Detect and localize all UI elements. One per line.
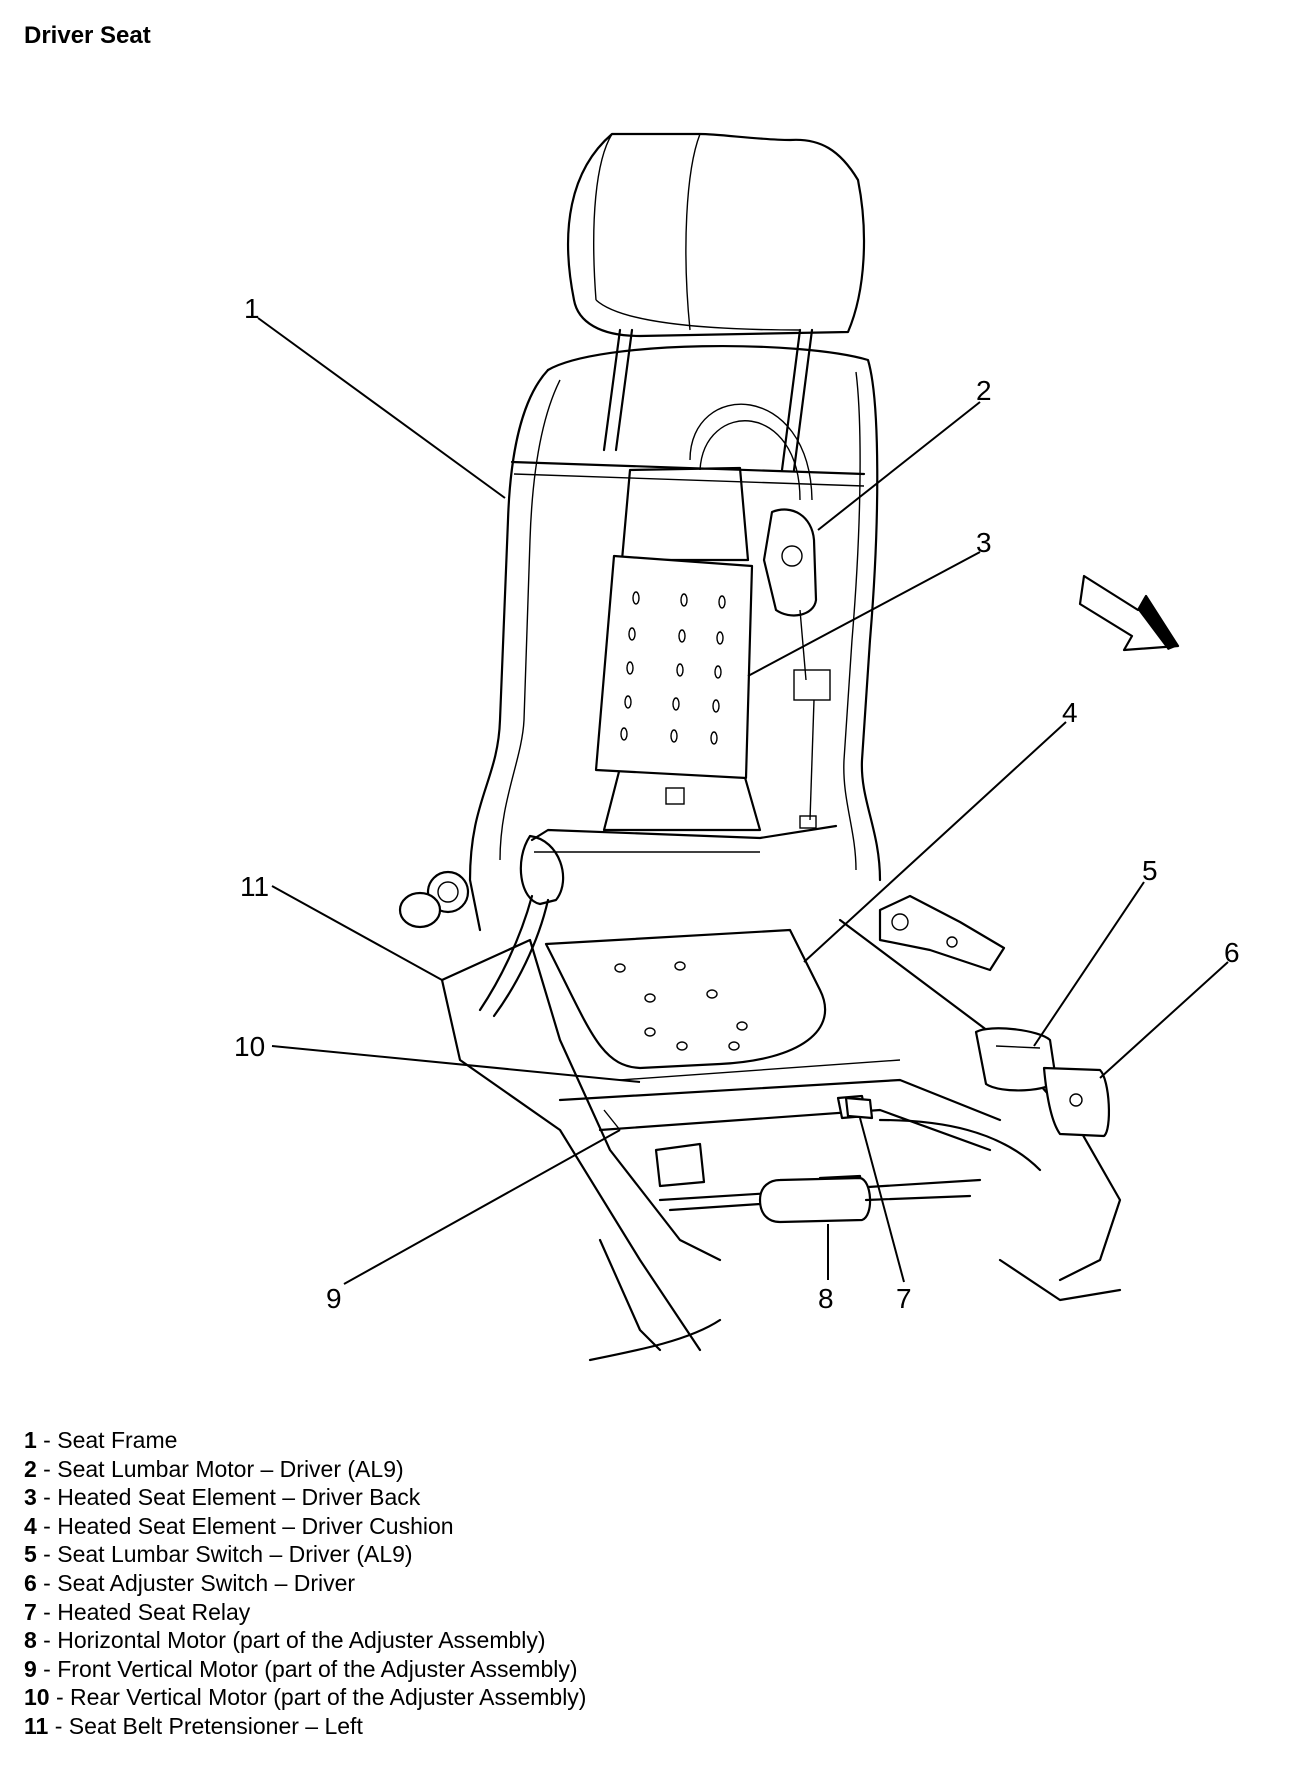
seat-frame	[468, 345, 882, 932]
legend-number: 8	[24, 1627, 37, 1654]
parts-legend: 1 - Seat Frame 2 - Seat Lumbar Motor – D…	[24, 1426, 1284, 1741]
legend-item: 8 - Horizontal Motor (part of the Adjust…	[24, 1626, 1284, 1655]
callout-8: 8	[818, 1283, 834, 1314]
legend-text: - Front Vertical Motor (part of the Adju…	[36, 1655, 578, 1682]
legend-item: 11 - Seat Belt Pretensioner – Left	[24, 1712, 1284, 1741]
legend-text: - Seat Lumbar Motor – Driver (AL9)	[36, 1455, 404, 1482]
legend-number: 3	[24, 1484, 37, 1511]
callout-1: 1	[244, 293, 260, 324]
adjuster-switch	[1042, 1066, 1111, 1138]
legend-number: 4	[24, 1512, 37, 1539]
legend-item: 6 - Seat Adjuster Switch – Driver	[24, 1569, 1284, 1598]
legend-item: 4 - Heated Seat Element – Driver Cushion	[24, 1512, 1284, 1541]
legend-text: - Seat Lumbar Switch – Driver (AL9)	[36, 1541, 413, 1568]
callout-5: 5	[1142, 855, 1158, 886]
legend-item: 10 - Rear Vertical Motor (part of the Ad…	[24, 1683, 1284, 1712]
callout-2: 2	[976, 375, 992, 406]
heated-back-element	[594, 554, 754, 780]
callout-10: 10	[234, 1031, 265, 1062]
page-title: Driver Seat	[24, 22, 151, 49]
seat-belt-pretensioner	[398, 834, 565, 1018]
callout-7: 7	[896, 1283, 912, 1314]
legend-text: - Heated Seat Element – Driver Back	[36, 1484, 421, 1511]
legend-text: - Heated Seat Element – Driver Cushion	[36, 1512, 454, 1539]
front-direction-arrow	[1078, 574, 1180, 652]
legend-item: 3 - Heated Seat Element – Driver Back	[24, 1483, 1284, 1512]
driver-seat-diagram: 1 2 3 4 5 6 7 8 9 10 11	[234, 132, 1240, 1362]
legend-number: 1	[24, 1427, 37, 1453]
heated-cushion-element	[544, 928, 827, 1070]
legend-number: 6	[24, 1569, 37, 1596]
legend-item: 7 - Heated Seat Relay	[24, 1598, 1284, 1627]
legend-item: 9 - Front Vertical Motor (part of the Ad…	[24, 1655, 1284, 1684]
lumbar-switch	[974, 1027, 1058, 1092]
legend-item: 5 - Seat Lumbar Switch – Driver (AL9)	[24, 1540, 1284, 1569]
legend-number: 11	[24, 1712, 49, 1739]
legend-number: 10	[24, 1684, 50, 1711]
legend-number: 7	[24, 1598, 37, 1625]
legend-text: - Seat Adjuster Switch – Driver	[36, 1569, 356, 1596]
callout-numbers: 1 2 3 4 5 6 7 8 9 10 11	[234, 293, 1240, 1314]
leader-lines	[257, 317, 1229, 1285]
legend-number: 2	[24, 1455, 37, 1482]
heated-seat-relay	[844, 1096, 874, 1120]
callout-4: 4	[1062, 697, 1078, 728]
legend-number: 5	[24, 1541, 37, 1568]
legend-number: 9	[24, 1655, 37, 1682]
lumbar-motor	[762, 508, 831, 829]
legend-text: - Seat Frame	[36, 1427, 178, 1453]
callout-3: 3	[976, 527, 992, 558]
callout-6: 6	[1224, 937, 1240, 968]
legend-text: - Rear Vertical Motor (part of the Adjus…	[49, 1684, 587, 1711]
legend-text: - Seat Belt Pretensioner – Left	[48, 1712, 363, 1739]
callout-9: 9	[326, 1283, 342, 1314]
recliner-bracket	[878, 894, 1006, 972]
headrest	[566, 132, 866, 472]
callout-11: 11	[240, 871, 269, 902]
legend-item: 1 - Seat Frame	[24, 1426, 1284, 1455]
legend-item: 2 - Seat Lumbar Motor – Driver (AL9)	[24, 1455, 1284, 1484]
legend-text: - Horizontal Motor (part of the Adjuster…	[36, 1627, 546, 1654]
legend-text: - Heated Seat Relay	[36, 1598, 251, 1625]
